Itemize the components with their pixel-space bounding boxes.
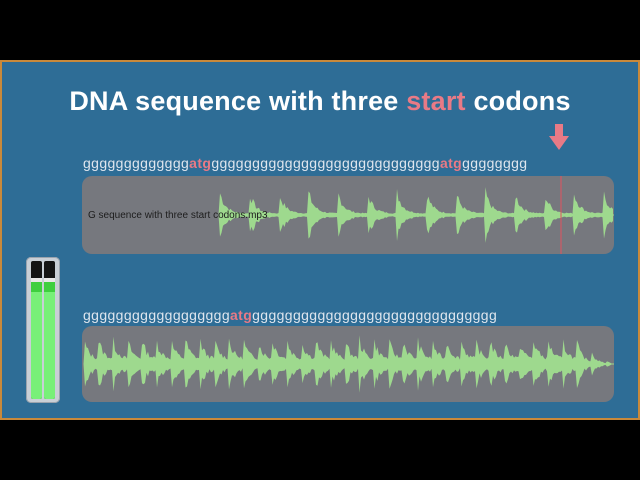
title-text-end: codons xyxy=(465,86,571,116)
meter-channel-left xyxy=(31,261,42,399)
title-highlight: start xyxy=(406,86,466,116)
audio-clip-track-2[interactable] xyxy=(82,326,614,402)
sequence-segment: gggggggggggggggggggggggggggggg xyxy=(252,307,498,323)
meter-level-cap xyxy=(44,282,55,292)
start-codon: atg xyxy=(439,155,463,171)
start-codon: atg xyxy=(230,307,253,323)
dna-sequence-top: gggggggggggggatggggggggggggggggggggggggg… xyxy=(83,155,527,171)
meter-level xyxy=(31,292,42,399)
start-codon: atg xyxy=(189,155,212,171)
audio-clip-track[interactable]: G sequence with three start codons.mp3 xyxy=(82,176,614,254)
waveform xyxy=(82,335,614,393)
level-meter xyxy=(26,257,60,403)
sequence-segment: ggggggggggggg xyxy=(83,155,190,171)
clip-name: G sequence with three start codons.mp3 xyxy=(88,210,268,221)
meter-peak xyxy=(31,278,42,282)
meter-level-cap xyxy=(31,282,42,292)
meter-channel-right xyxy=(44,261,55,399)
sequence-segment: gggggggggggggggggggggggggggg xyxy=(211,155,440,171)
down-arrow-icon xyxy=(549,124,569,150)
sequence-segment: gggggggg xyxy=(462,155,528,171)
title-text: DNA sequence with three xyxy=(69,86,407,116)
slide-title: DNA sequence with three start codons xyxy=(2,86,638,117)
meter-peak xyxy=(44,278,55,282)
meter-level xyxy=(44,292,55,399)
waveform xyxy=(82,176,614,254)
slide-frame: DNA sequence with three start codons ggg… xyxy=(0,60,640,420)
sequence-segment: gggggggggggggggggg xyxy=(83,307,230,323)
dna-sequence-bottom: ggggggggggggggggggatgggggggggggggggggggg… xyxy=(83,307,497,323)
